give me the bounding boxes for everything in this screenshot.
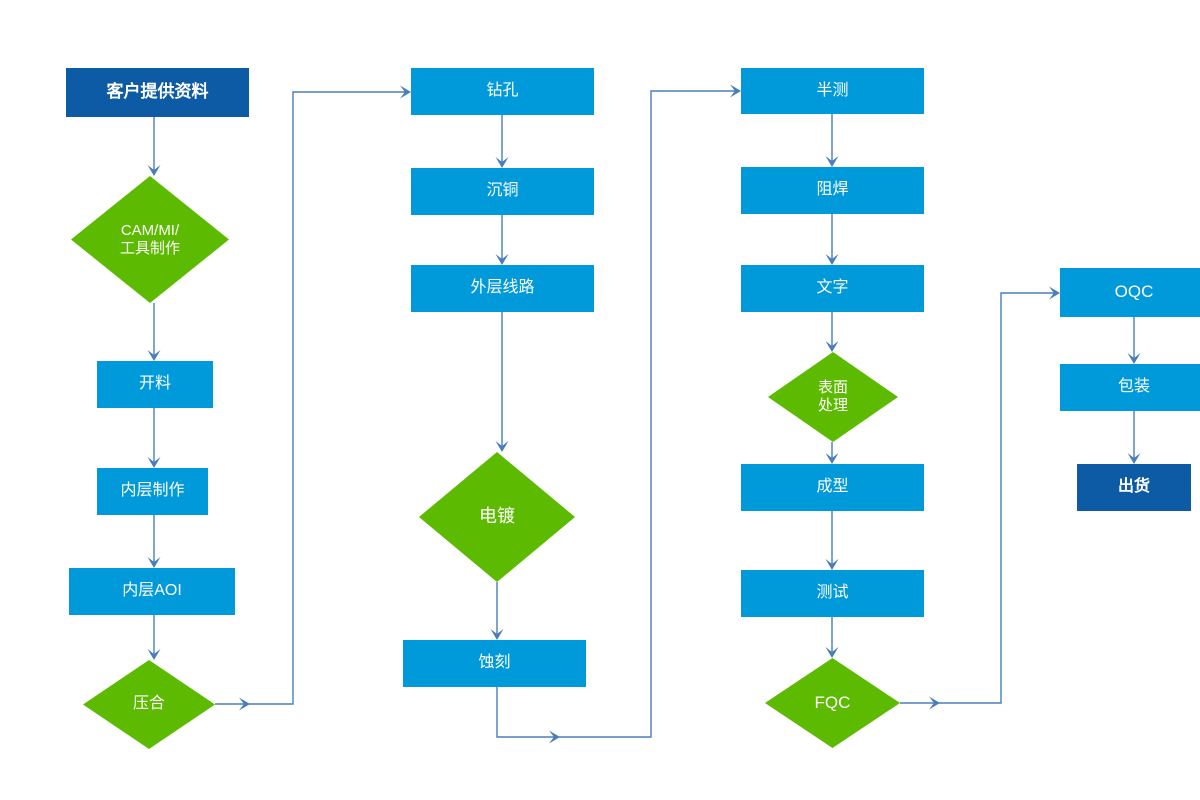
flow-node-n19[interactable]: OQC: [1060, 268, 1200, 317]
flow-node-n14[interactable]: 文字: [741, 265, 924, 312]
arrow-head: [825, 156, 839, 167]
flow-node-label: 蚀刻: [478, 654, 511, 672]
flow-node-label: 内层制作: [120, 482, 185, 500]
connector-e15: [825, 442, 839, 464]
connector-e18: [900, 286, 1060, 710]
flow-node-label: 出货: [1117, 478, 1150, 496]
flow-node-n11[interactable]: 蚀刻: [403, 640, 586, 687]
arrow-head: [825, 647, 839, 658]
flow-node-label: FQC: [814, 692, 851, 712]
flow-node-n07[interactable]: 钻孔: [411, 68, 594, 115]
arrow-head: [147, 649, 161, 660]
arrow-head: [400, 85, 411, 99]
connector-e04: [147, 515, 161, 568]
flow-node-n10[interactable]: 电镀: [419, 452, 575, 582]
flow-node-n09[interactable]: 外层线路: [411, 265, 594, 312]
flow-node-n03[interactable]: 开料: [97, 361, 213, 408]
flow-node-label: 压合: [132, 695, 165, 713]
connector-e09: [495, 312, 509, 452]
connector-e12: [825, 114, 839, 167]
arrow-head: [1127, 453, 1141, 464]
connector-e10: [490, 582, 504, 640]
arrow-head: [825, 254, 839, 265]
arrow-head: [825, 559, 839, 570]
flow-node-label: 开料: [138, 375, 171, 393]
flow-node-label: 文字: [816, 279, 849, 297]
flow-node-label: 测试: [816, 584, 849, 602]
connector-e06: [215, 85, 411, 711]
flow-node-label: 沉铜: [486, 182, 519, 200]
flow-node-n16[interactable]: 成型: [741, 464, 924, 511]
flow-node-label: 外层线路: [470, 279, 535, 297]
flow-node-label: 阻焊: [816, 181, 849, 199]
arrow-head: [1049, 286, 1060, 300]
flow-node-n20[interactable]: 包装: [1060, 364, 1200, 411]
flow-node-label: CAM/MI/ 工具制作: [119, 221, 180, 257]
arrow-head: [825, 453, 839, 464]
flow-node-n18[interactable]: FQC: [765, 658, 900, 748]
flow-node-n15[interactable]: 表面 处理: [768, 352, 898, 442]
arrow-head: [147, 350, 161, 361]
flow-node-label: 表面 处理: [817, 379, 848, 414]
connector-e13: [825, 214, 839, 265]
flow-node-label: 客户提供资料: [106, 82, 209, 102]
arrow-head: [147, 165, 161, 176]
connector-e16: [825, 511, 839, 570]
flow-node-n12[interactable]: 半测: [741, 68, 924, 114]
flow-node-label: 包装: [1117, 378, 1150, 396]
arrow-head: [490, 629, 504, 640]
connector-e08: [495, 215, 509, 265]
connector-e19: [1127, 317, 1141, 364]
arrow-head: [825, 341, 839, 352]
connector-e02: [147, 303, 161, 361]
arrow-head: [929, 696, 940, 710]
flow-node-n04[interactable]: 内层制作: [97, 468, 208, 515]
connector-line: [215, 91, 405, 705]
connector-e17: [825, 617, 839, 658]
arrow-head: [549, 730, 560, 744]
connector-e01: [147, 117, 161, 176]
flow-node-n08[interactable]: 沉铜: [411, 168, 594, 215]
flow-node-n21[interactable]: 出货: [1077, 464, 1191, 511]
arrow-head: [495, 254, 509, 265]
flow-node-label: 成型: [816, 478, 849, 496]
arrow-head: [147, 557, 161, 568]
flow-node-n01[interactable]: 客户提供资料: [66, 68, 249, 117]
flow-node-n17[interactable]: 测试: [741, 570, 924, 617]
arrow-head: [1127, 353, 1141, 364]
connector-e14: [825, 312, 839, 352]
flow-node-label: 钻孔: [486, 82, 519, 100]
flow-node-label: OQC: [1114, 282, 1154, 302]
arrow-head: [495, 441, 509, 452]
arrow-head: [495, 157, 509, 168]
arrow-head: [730, 84, 741, 98]
connector-e07: [495, 115, 509, 168]
flow-node-n13[interactable]: 阻焊: [741, 167, 924, 214]
flow-node-n05[interactable]: 内层AOI: [69, 568, 235, 615]
flow-node-n06[interactable]: 压合: [83, 660, 215, 749]
connector-e20: [1127, 411, 1141, 464]
flow-node-label: 电镀: [479, 506, 515, 527]
arrow-head: [147, 457, 161, 468]
connector-e05: [147, 615, 161, 660]
connector-e03: [147, 408, 161, 468]
arrow-head: [239, 697, 250, 711]
flow-node-label: 半测: [816, 81, 849, 99]
flow-node-n02[interactable]: CAM/MI/ 工具制作: [71, 176, 229, 303]
flow-node-label: 内层AOI: [122, 582, 182, 600]
